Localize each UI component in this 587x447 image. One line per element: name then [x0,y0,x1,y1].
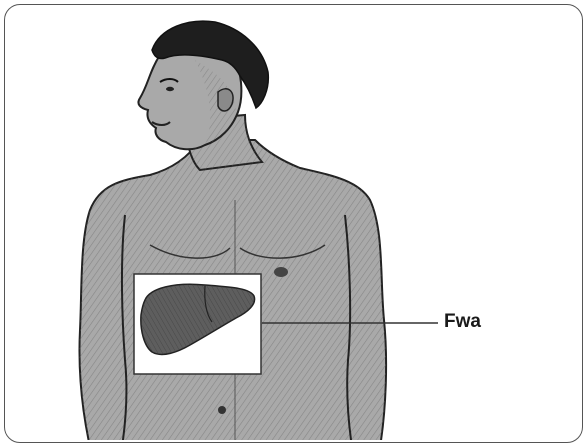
navel [218,406,226,414]
ear [218,89,233,111]
nipple [274,267,288,277]
organ-label: Fwa [444,311,481,333]
